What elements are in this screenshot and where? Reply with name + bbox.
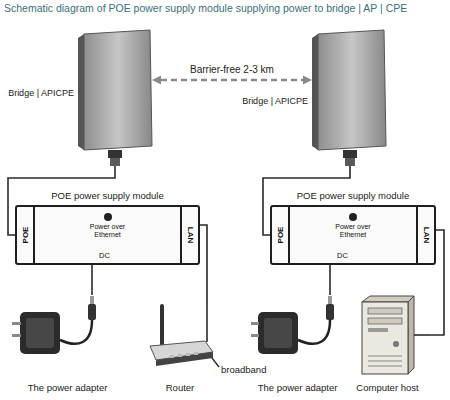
power-adapter-icon [251,296,334,354]
bridge-device: Bridge | APICPE [78,28,152,166]
power-dot [349,213,357,221]
device-label: Computer host [356,382,418,393]
poe-module: POE power supply modulePOEPower over Eth… [15,205,200,265]
callout-label: broadband [221,364,266,375]
port-label: POE [276,227,285,244]
device-icon: The power adapter [10,295,125,395]
device-label: The power adapter [28,382,108,393]
port-label: LAN [422,227,431,243]
port-label: LAN [186,227,195,243]
router-icon [150,300,219,367]
module-heading: POE power supply module [51,190,163,201]
link-label: Barrier-free 2-3 km [188,64,276,75]
device-label: Router [166,382,195,393]
arrow-head [303,76,312,85]
power-adapter-icon [12,296,96,354]
diagram-title: Schematic diagram of POE power supply mo… [4,2,407,14]
port-label: DC [337,251,348,260]
bridge-device [312,30,386,166]
poe-module: POE power supply modulePOEPower over Eth… [270,205,436,265]
cable [329,265,331,295]
device-label: Bridge | APICPE [8,88,74,98]
port-label: DC [99,251,110,260]
bridge-device [78,30,152,166]
bridge-device: Bridge | APICPE [312,28,388,166]
cable [91,265,93,295]
module-text: Power over Ethernet [323,223,383,239]
module-text: Power over Ethernet [78,223,138,239]
power-dot [104,213,112,221]
module-badge: Power over Ethernet [323,213,383,239]
module-badge: Power over Ethernet [78,213,138,239]
computer-host-icon [362,296,430,374]
arrow-head [152,76,161,85]
device-label: Bridge | APICPE [242,96,308,106]
cable [200,225,207,300]
module-heading: POE power supply module [297,190,409,201]
device-label: The power adapter [258,382,338,393]
device-icon: Computer host [345,295,430,395]
device-icon: Router [145,300,215,395]
port-label: POE [21,227,30,244]
device-icon: The power adapter [250,295,345,395]
wireless-link [161,79,303,82]
